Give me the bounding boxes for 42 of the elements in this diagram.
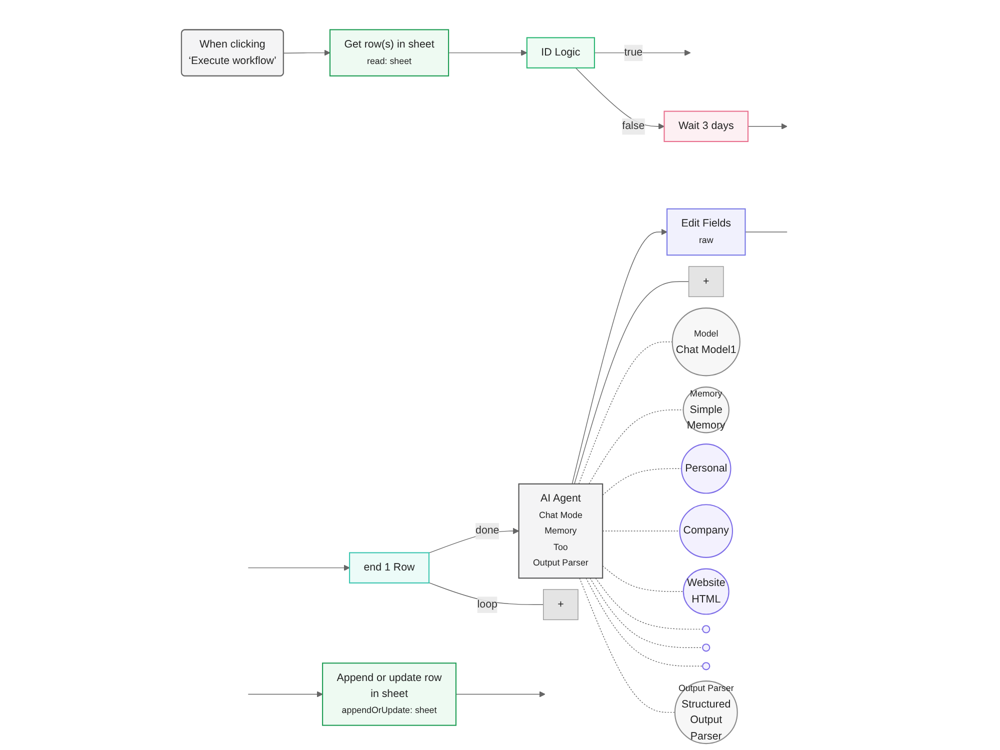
node-box: end 1 Row: [349, 552, 430, 584]
node-circle: Memory Simple Memory: [682, 386, 730, 434]
edge-label: true: [624, 46, 643, 58]
node-box: +: [688, 266, 724, 298]
connector: [578, 342, 673, 484]
connector: [574, 281, 690, 484]
node-circle: Company: [679, 504, 734, 558]
node-box: Append or update row in sheet appendOrUpdate: sheet: [322, 662, 456, 726]
node-circle: Website HTML: [682, 568, 730, 615]
arrow: [456, 691, 546, 698]
arrow: [248, 691, 323, 698]
node-circle: [702, 644, 710, 652]
arrow: [448, 50, 528, 56]
node-circle: [702, 625, 710, 634]
connector: [590, 578, 703, 648]
connector: [602, 530, 680, 532]
node-circle: Model Chat Model1: [672, 308, 740, 376]
node-box: Edit Fields raw: [666, 208, 746, 256]
arrow: [748, 123, 788, 130]
connector: [602, 566, 684, 592]
connector: [595, 578, 703, 630]
connector: [602, 468, 682, 496]
edge-label: loop: [477, 598, 498, 610]
node-circle: Personal: [680, 444, 732, 494]
edge-label: false: [622, 120, 645, 132]
node-box: AI Agent Chat Mode Memory Too Output Parser: [518, 483, 604, 579]
arrow: [575, 68, 664, 130]
arrow: [572, 228, 668, 484]
arrow: [428, 528, 520, 554]
edge-label: done: [476, 524, 500, 537]
arrow: [248, 564, 350, 571]
arrow: [283, 50, 330, 56]
node-box: Get row(s) in sheet read: sheet: [329, 29, 450, 76]
node-circle: [702, 662, 710, 670]
connector: [586, 578, 703, 666]
node-circle: Output Parser Structured Output Parser: [674, 680, 738, 744]
connector: [579, 578, 676, 713]
node-box: Wait 3 days: [664, 110, 749, 142]
node-box: ID Logic: [526, 37, 596, 68]
connector: [428, 582, 544, 605]
connector: [588, 410, 684, 484]
node-box: +: [543, 589, 578, 620]
